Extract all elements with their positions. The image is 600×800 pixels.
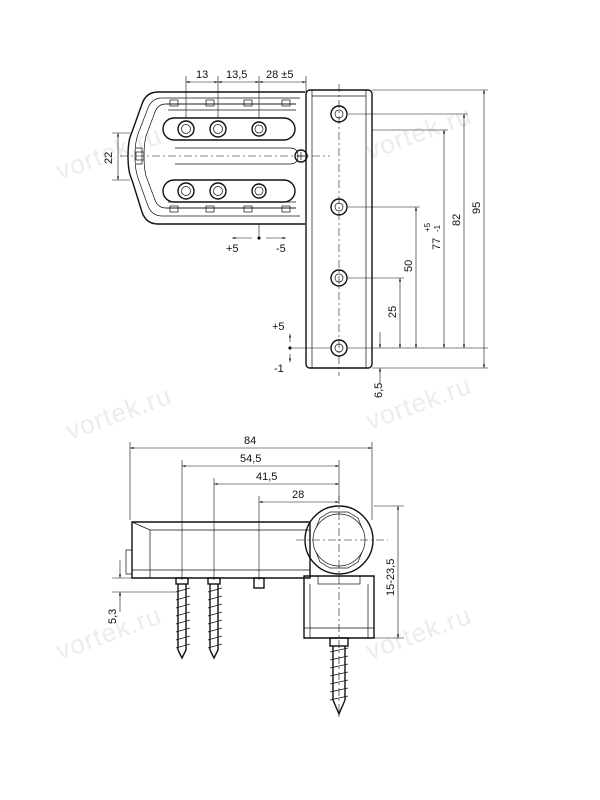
ribs-top xyxy=(166,99,296,111)
sash-plate-inner-outline xyxy=(134,97,300,217)
watermark-4: vortek.ru xyxy=(362,370,476,436)
dim-50: 50 xyxy=(403,260,415,272)
extension-lines xyxy=(112,76,488,369)
adjust-h-minus: -5 xyxy=(276,243,286,255)
adjust-slot-bottom xyxy=(162,179,296,203)
dim-28: 28 xyxy=(292,489,304,501)
dim-41-5: 41,5 xyxy=(256,471,277,483)
dim-54-5: 54,5 xyxy=(240,453,261,465)
dim-15-23-5: 15-23,5 xyxy=(385,559,397,596)
dim-77-tol-minus: -1 xyxy=(433,224,442,232)
side-view: 84 54,5 41,5 28 xyxy=(107,435,404,720)
dim-28-pm5: 28 ±5 xyxy=(266,69,293,81)
dim-82: 82 xyxy=(451,214,463,226)
watermark-6: vortek.ru xyxy=(362,600,476,666)
adjust-v-plus: +5 xyxy=(272,321,285,333)
ribs-bottom xyxy=(166,201,296,213)
dim-6-5: 6,5 xyxy=(373,383,385,398)
top-view: 13 13,5 28 ±5 22 95 82 77 +5 -1 50 25 6,… xyxy=(103,69,488,398)
adjust-v-minus: -1 xyxy=(274,363,284,375)
slot-screws xyxy=(177,120,267,200)
sash-screws xyxy=(175,577,223,660)
adjust-h-plus: +5 xyxy=(226,243,239,255)
dim-22: 22 xyxy=(103,152,115,164)
dim-77: 77 xyxy=(431,238,443,250)
sash-block xyxy=(131,521,311,579)
dim-77-tol-plus: +5 xyxy=(423,222,432,232)
dim-25: 25 xyxy=(387,306,399,318)
frame-screw xyxy=(329,637,349,716)
sash-block-lip xyxy=(125,549,132,575)
dim-13-5: 13,5 xyxy=(226,69,247,81)
dim-5-3: 5,3 xyxy=(107,609,119,624)
dim-13: 13 xyxy=(196,69,208,81)
dim-84: 84 xyxy=(244,435,256,447)
guide-pin xyxy=(253,577,265,589)
watermark-3: vortek.ru xyxy=(62,380,176,446)
adjust-slot-top xyxy=(162,117,296,141)
watermark-2: vortek.ru xyxy=(362,100,476,166)
dim-95: 95 xyxy=(471,202,483,214)
hinge-knuckle xyxy=(296,496,388,720)
sash-plate-outline xyxy=(127,91,305,225)
